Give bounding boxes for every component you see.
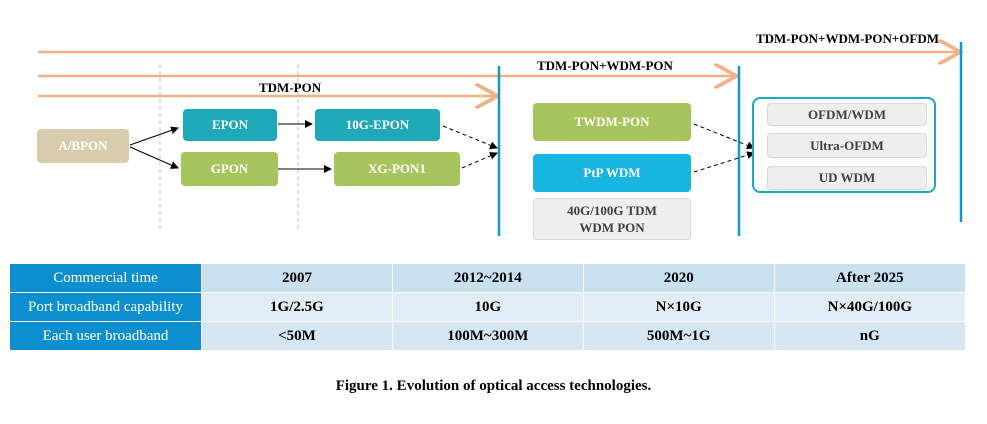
table-row: Commercial time 2007 2012~2014 2020 Afte… [10,264,965,293]
table-cell: After 2025 [773,264,965,293]
table-cell: 10G [391,292,584,322]
node-40g-100g-line1: 40G/100G TDM [567,203,657,218]
arrow-abpon-gpon [129,146,179,169]
node-epon: EPON [183,109,277,141]
phase-label-ofdm: TDM-PON+WDM-PON+OFDM [755,31,939,46]
table-cell: N×10G [582,292,775,322]
node-xg-pon1: XG-PON1 [334,152,460,186]
arrow-twdm-next [693,123,755,150]
table-cell: <50M [201,321,393,351]
node-40g-100g-tdm-wdm-pon: 40G/100G TDM WDM PON [533,198,691,240]
figure-caption: Figure 1. Evolution of optical access te… [335,378,652,394]
arrow-ptp-next [693,151,755,173]
node-40g-100g-line2: WDM PON [579,220,645,235]
table-cell: 1G/2.5G [201,292,393,322]
timeline-table: Commercial time 2007 2012~2014 2020 Afte… [10,264,965,351]
row-header: Each user broadband [10,321,202,351]
table-cell: 500M~1G [582,321,775,351]
evolution-diagram [38,0,987,236]
row-header: Port broadband capability [10,292,202,322]
arrow-10gepon-next [442,125,498,150]
table-cell: 2012~2014 [391,264,584,293]
table-cell: 2007 [201,264,393,293]
node-ud-wdm: UD WDM [767,166,927,190]
table-cell: N×40G/100G [773,292,965,322]
node-twdm-pon: TWDM-PON [533,103,691,141]
arrow-xgpon1-next [461,152,498,169]
node-ultra-ofdm: Ultra-OFDM [767,133,927,158]
node-ptp-wdm: PtP WDM [533,154,691,192]
node-10g-epon: 10G-EPON [315,109,440,141]
table-cell: nG [773,321,965,351]
phase-label-wdm: TDM-PON+WDM-PON [537,58,673,73]
node-ofdm-wdm: OFDM/WDM [767,103,927,126]
phase-label-tdm: TDM-PON [259,80,322,95]
node-abpon: A/BPON [37,129,129,163]
table-cell: 2020 [582,264,775,293]
table-row: Port broadband capability 1G/2.5G 10G N×… [10,292,965,322]
row-header: Commercial time [10,264,202,293]
node-gpon: GPON [181,152,278,186]
table-row: Each user broadband <50M 100M~300M 500M~… [10,321,965,351]
table-cell: 100M~300M [391,321,584,351]
arrow-abpon-epon [129,126,179,146]
